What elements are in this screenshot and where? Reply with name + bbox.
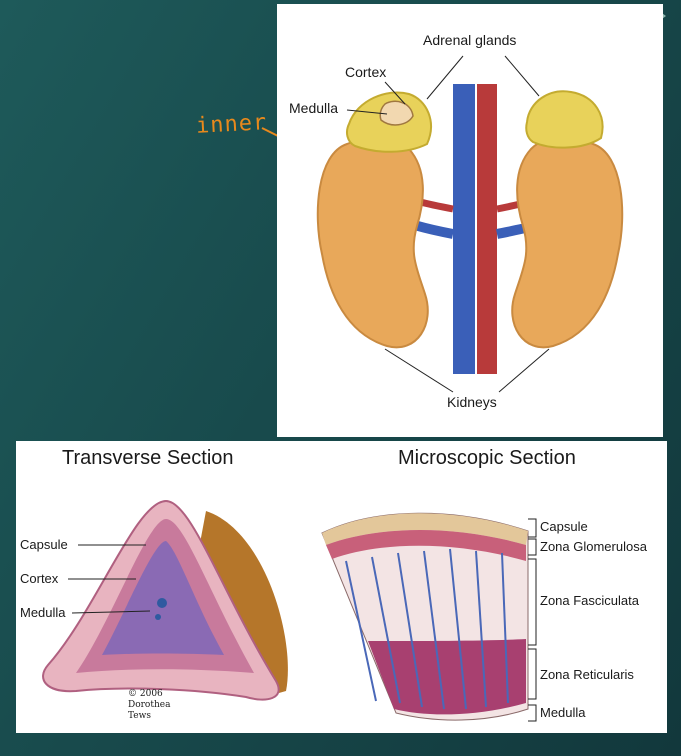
right-adrenal-gland bbox=[525, 90, 604, 149]
kidney-illustration bbox=[316, 55, 624, 393]
microscopic-section-title: Microscopic Section bbox=[398, 447, 576, 469]
glomerulosa-layer bbox=[326, 530, 526, 561]
medulla-shape bbox=[102, 541, 224, 655]
sections-illustration bbox=[42, 499, 537, 722]
label-adrenal-glands: Adrenal glands bbox=[423, 32, 517, 48]
transverse-label-cortex: Cortex bbox=[20, 571, 59, 586]
micro-label-capsule: Capsule bbox=[540, 519, 588, 534]
micro-label-glomerulosa: Zona Glomerulosa bbox=[540, 539, 647, 554]
micro-label-reticularis: Zona Reticularis bbox=[540, 667, 634, 682]
label-cortex-top: Cortex bbox=[345, 64, 387, 80]
label-kidneys: Kidneys bbox=[447, 394, 497, 410]
label-medulla-top: Medulla bbox=[289, 100, 339, 116]
inferior-vena-cava bbox=[453, 84, 475, 374]
micro-label-medulla: Medulla bbox=[540, 705, 586, 720]
adrenal-sections-diagram: Transverse Section Microscopic Section bbox=[16, 441, 667, 733]
capsule-layer bbox=[322, 513, 528, 545]
transverse-label-capsule: Capsule bbox=[20, 537, 68, 552]
annotation-inner: inner bbox=[195, 110, 268, 139]
left-kidney bbox=[316, 136, 429, 349]
artist-signature: © 2006 Dorothea Tews bbox=[128, 689, 171, 721]
transverse-section-title: Transverse Section bbox=[62, 447, 234, 469]
aorta bbox=[477, 84, 497, 374]
left-adrenal-medulla bbox=[379, 100, 414, 126]
reticularis-layer bbox=[368, 639, 526, 715]
kidney-adrenal-diagram: Adrenal glands Cortex Medulla Kidneys bbox=[277, 4, 663, 437]
micro-label-fasciculata: Zona Fasciculata bbox=[540, 593, 639, 608]
transverse-label-medulla: Medulla bbox=[20, 605, 66, 620]
right-kidney bbox=[511, 136, 624, 349]
